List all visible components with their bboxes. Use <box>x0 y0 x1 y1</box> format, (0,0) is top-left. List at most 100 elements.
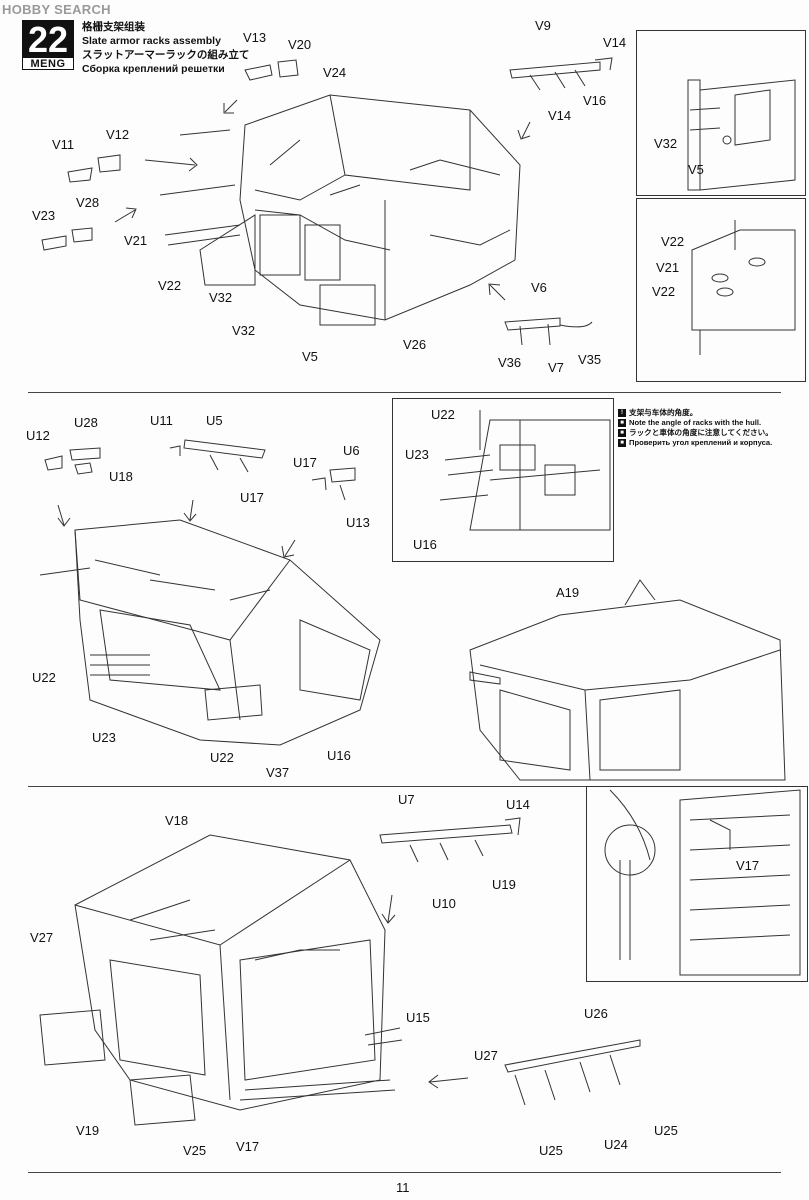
part-label: U24 <box>604 1137 628 1152</box>
part-label: V16 <box>583 93 607 108</box>
part-label: V6 <box>531 280 547 295</box>
inset-panel-3 <box>586 786 808 982</box>
part-label: U28 <box>74 415 98 430</box>
part-label: V5 <box>302 349 318 364</box>
part-label: U6 <box>343 443 360 458</box>
title-ru: Сборка креплений решетки <box>82 63 225 75</box>
part-label: V20 <box>288 37 312 52</box>
watermark: HOBBY SEARCH <box>2 2 111 17</box>
brand-logo: MENG <box>22 58 74 70</box>
part-label: V21 <box>656 260 680 275</box>
part-label: U17 <box>240 490 264 505</box>
flag-icon: ■ <box>618 419 626 427</box>
part-label: U22 <box>431 407 455 422</box>
part-label: V26 <box>403 337 427 352</box>
hull-drawing-step2 <box>39 519 381 746</box>
part-label: V37 <box>266 765 290 780</box>
part-label: U26 <box>584 1006 608 1021</box>
part-label: U22 <box>210 750 234 765</box>
step-title: 格栅支架组装 Slate armor racks assembly スラットアー… <box>82 20 249 76</box>
parts-step1 <box>41 57 613 346</box>
part-label: U10 <box>432 896 456 911</box>
part-label: V17 <box>236 1139 260 1154</box>
part-label: U11 <box>150 413 173 428</box>
warning-icon: ! <box>618 409 626 417</box>
part-label: U25 <box>654 1123 678 1138</box>
part-label: U12 <box>26 428 50 443</box>
step-number: 22 <box>27 19 69 60</box>
part-label: U25 <box>539 1143 563 1158</box>
title-cn: 格栅支架组装 <box>82 21 145 33</box>
part-label: V24 <box>323 65 347 80</box>
part-label: V14 <box>548 108 572 123</box>
part-label: V7 <box>548 360 564 375</box>
part-label: V28 <box>76 195 100 210</box>
parts-step3 <box>379 817 641 1106</box>
flag-icon: ■ <box>618 429 626 437</box>
part-label: V21 <box>124 233 148 248</box>
part-label: V32 <box>654 136 678 151</box>
part-label: U5 <box>206 413 223 428</box>
parts-step2 <box>44 439 356 501</box>
part-label: U15 <box>406 1010 430 1025</box>
note-cn: 支架与车体的角度。 <box>629 408 698 417</box>
angle-note: !支架与车体的角度。 ■Note the angle of racks with… <box>618 408 803 448</box>
inset-panel-2 <box>392 398 614 562</box>
note-en: Note the angle of racks with the hull. <box>629 418 762 427</box>
inset-art-2 <box>439 410 611 531</box>
note-jp: ラックと車体の角度に注意してください。 <box>629 428 773 437</box>
part-label: V17 <box>736 858 760 873</box>
section-divider-2 <box>28 786 781 787</box>
hull-drawing-step1 <box>159 94 521 326</box>
part-label: V22 <box>661 234 685 249</box>
title-en: Slate armor racks assembly <box>82 35 221 47</box>
part-label: V32 <box>209 290 233 305</box>
part-label: U7 <box>398 792 415 807</box>
part-label: U18 <box>109 469 133 484</box>
part-label: U17 <box>293 455 317 470</box>
part-label: V23 <box>32 208 56 223</box>
part-label: V9 <box>535 18 551 33</box>
direction-arrows-3 <box>381 894 469 1089</box>
part-label: V14 <box>603 35 627 50</box>
section-divider-3 <box>28 1172 781 1173</box>
part-label: U19 <box>492 877 516 892</box>
part-label: U22 <box>32 670 56 685</box>
part-label: U13 <box>346 515 370 530</box>
part-label: U14 <box>506 797 530 812</box>
part-label: V13 <box>243 30 267 45</box>
inset-panel-1b <box>636 198 806 382</box>
part-label: V19 <box>76 1123 100 1138</box>
part-label: V18 <box>165 813 189 828</box>
part-label: U27 <box>474 1048 498 1063</box>
part-label: V36 <box>498 355 522 370</box>
inset-art-1a <box>687 79 796 191</box>
part-label: V22 <box>158 278 182 293</box>
title-jp: スラットアーマーラックの組み立て <box>82 49 250 61</box>
hull-drawing-a19 <box>469 579 786 781</box>
part-label: V32 <box>232 323 256 338</box>
part-label: V11 <box>52 137 75 152</box>
section-divider-1 <box>28 392 781 393</box>
part-label: V22 <box>652 284 676 299</box>
note-ru: Проверить угол креплений и корпуса. <box>629 438 773 447</box>
hull-drawing-step3 <box>39 834 403 1126</box>
part-label: U23 <box>405 447 429 462</box>
part-label: U16 <box>327 748 351 763</box>
inset-art-1b <box>691 220 796 355</box>
part-label: V5 <box>688 162 704 177</box>
flag-icon: ■ <box>618 439 626 447</box>
inset-art-3 <box>604 789 801 976</box>
part-label: U23 <box>92 730 116 745</box>
part-label: V25 <box>183 1143 207 1158</box>
direction-arrows-2 <box>57 499 296 558</box>
part-label: U16 <box>413 537 437 552</box>
direction-arrows <box>114 99 531 301</box>
step-badge: 22 MENG <box>22 20 74 70</box>
part-label: V35 <box>578 352 602 367</box>
part-label: A19 <box>556 585 580 600</box>
inset-panel-1a <box>636 30 806 196</box>
page-number: 11 <box>396 1180 410 1195</box>
